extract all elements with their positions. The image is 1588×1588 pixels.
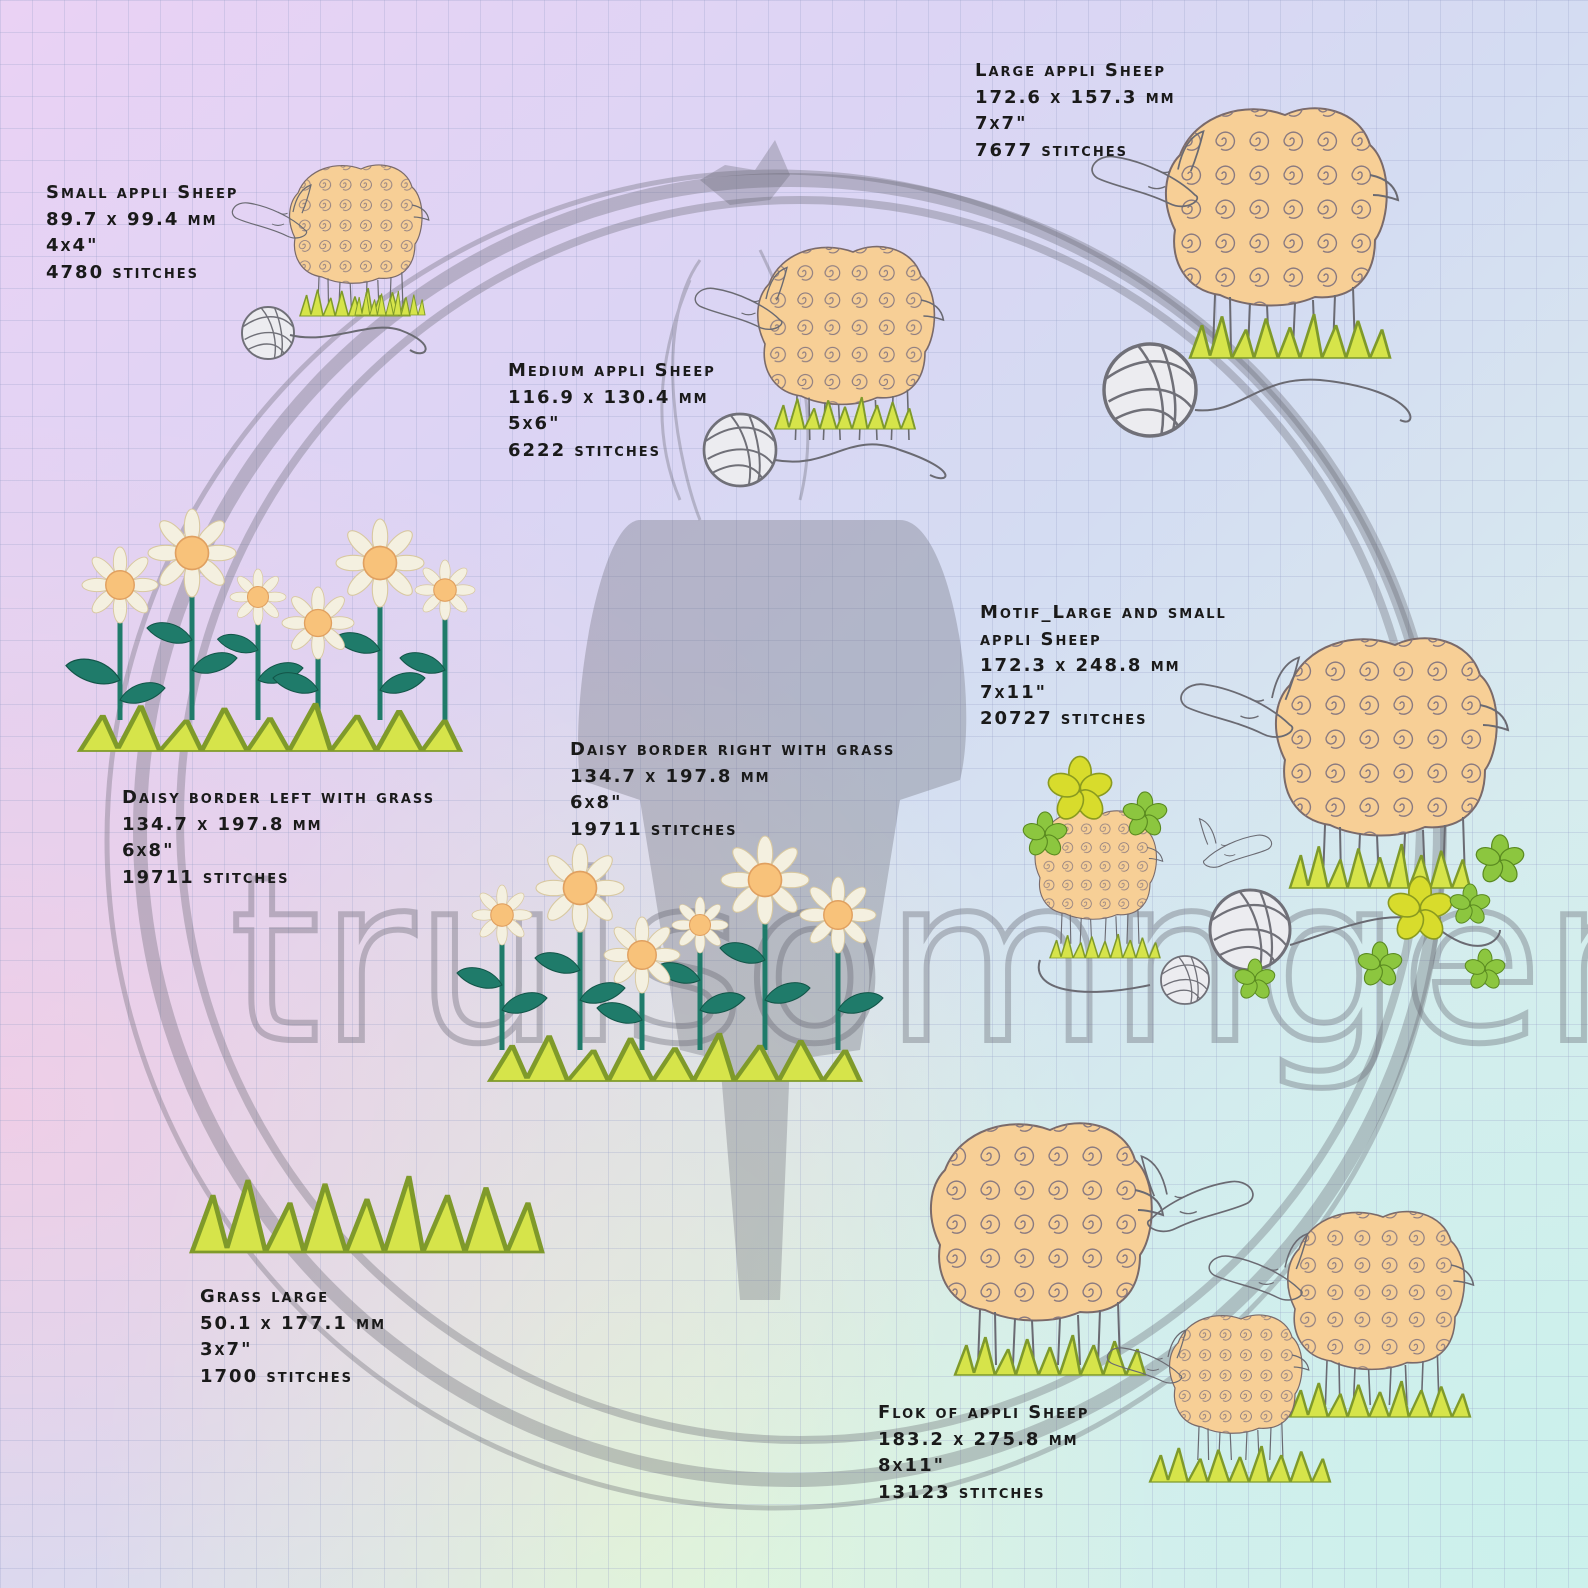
design-size: 183.2 x 275.8 mm — [878, 1428, 1079, 1450]
design-name: Daisy border right with grass — [570, 739, 896, 760]
design-hoop: 3x7" — [200, 1339, 253, 1360]
design-stitches: 4780 stitches — [46, 261, 199, 283]
design-name: Daisy border left with grass — [122, 787, 436, 808]
design-stitches: 6222 stitches — [508, 439, 661, 461]
design-hoop: 6x8" — [570, 792, 623, 813]
design-size: 172.6 x 157.3 mm — [975, 86, 1176, 108]
daisy-border-left-illustration — [65, 508, 476, 751]
design-name: Small appli Sheep — [46, 182, 239, 203]
large-appli-sheep-illustration — [1091, 107, 1412, 438]
design-hoop: 8x11" — [878, 1455, 945, 1476]
design-size: 50.1 x 177.1 mm — [200, 1312, 387, 1334]
design-size: 172.3 x 248.8 mm — [980, 655, 1181, 676]
design-name: Motif_Large and small — [980, 602, 1227, 623]
design-stitches: 19711 stitches — [122, 866, 290, 888]
design-hoop: 4x4" — [46, 235, 99, 256]
large-appli-sheep-label: Large appli Sheep 172.6 x 157.3 mm 7x7" … — [975, 58, 1176, 164]
motif-large-small-illustration — [1020, 637, 1527, 1005]
design-name-line2: appli Sheep — [980, 628, 1102, 650]
design-name: Flok of appli Sheep — [878, 1402, 1090, 1423]
design-stitches: 7677 stitches — [975, 139, 1128, 161]
design-hoop: 6x8" — [122, 840, 175, 861]
daisy-border-right-illustration — [456, 835, 884, 1081]
design-stitches: 19711 stitches — [570, 818, 738, 840]
grass-large-label: Grass large 50.1 x 177.1 mm 3x7" 1700 st… — [200, 1284, 386, 1390]
medium-appli-sheep-illustration — [694, 245, 947, 488]
medium-appli-sheep-label: Medium appli Sheep 116.9 x 130.4 mm 5x6"… — [508, 358, 716, 464]
design-hoop: 7x11" — [980, 681, 1047, 703]
daisy-border-right-label: Daisy border right with grass 134.7 x 19… — [570, 737, 895, 843]
design-hoop: 7x7" — [975, 113, 1028, 134]
design-size: 134.7 x 197.8 mm — [570, 765, 771, 787]
design-hoop: 5x6" — [508, 413, 561, 434]
motif-large-small-label: Motif_Large and small appli Sheep 172.3 … — [980, 600, 1227, 733]
design-name: Grass large — [200, 1286, 330, 1307]
small-appli-sheep-illustration — [231, 164, 430, 360]
flok-appli-sheep-label: Flok of appli Sheep 183.2 x 275.8 mm 8x1… — [878, 1400, 1089, 1506]
grass-large-illustration — [192, 1176, 542, 1252]
design-stitches: 20727 stitches — [980, 708, 1148, 729]
design-stitches: 1700 stitches — [200, 1365, 353, 1387]
design-name: Medium appli Sheep — [508, 360, 716, 381]
design-stitches: 13123 stitches — [878, 1481, 1046, 1503]
design-name: Large appli Sheep — [975, 60, 1166, 81]
design-size: 89.7 x 99.4 mm — [46, 208, 218, 230]
design-size: 116.9 x 130.4 mm — [508, 386, 709, 408]
daisy-border-left-label: Daisy border left with grass 134.7 x 197… — [122, 785, 435, 891]
small-appli-sheep-label: Small appli Sheep 89.7 x 99.4 mm 4x4" 47… — [46, 180, 238, 286]
design-size: 134.7 x 197.8 mm — [122, 813, 323, 835]
